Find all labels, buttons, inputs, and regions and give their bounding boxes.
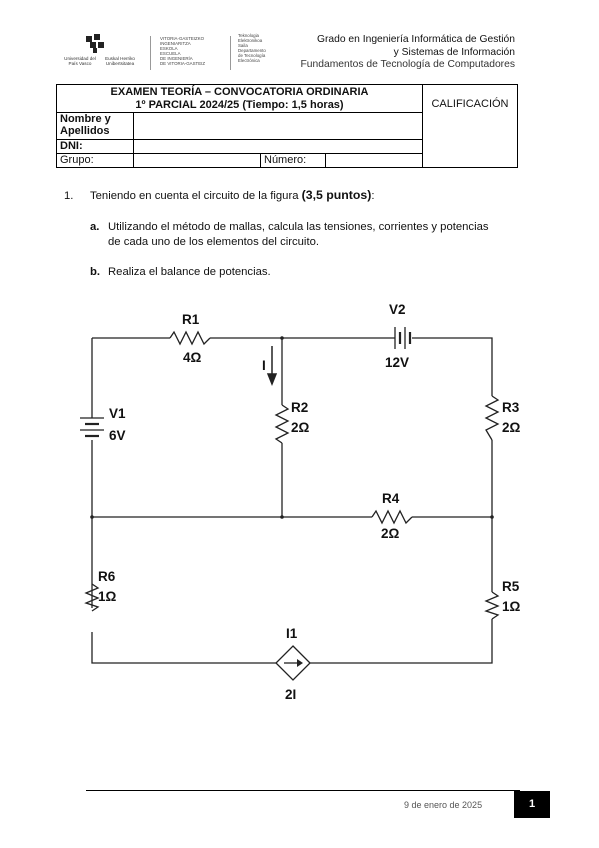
- resistor-r6: [84, 583, 100, 612]
- department-line: Elektronikoa: [238, 38, 263, 44]
- battery-v1-icon: [80, 417, 104, 438]
- resistor-r1: [169, 330, 211, 346]
- r5-name-label: R5: [502, 579, 520, 594]
- exam-title: EXAMEN TEORÍA – CONVOCATORIA ORDINARIA 1…: [56, 84, 423, 113]
- group-label: Grupo:: [56, 153, 134, 168]
- current-arrow-icon: [266, 346, 278, 387]
- upv-logo-text-eu: Euskal Herriko Unibertsitatea: [105, 56, 135, 66]
- battery-v2-icon: [394, 327, 412, 349]
- resistor-r2: [274, 404, 290, 444]
- dni-label: DNI:: [56, 139, 134, 154]
- junction-dot: [280, 515, 284, 519]
- r1-name-label: R1: [182, 312, 200, 327]
- department-line: de Tecnología: [238, 53, 266, 59]
- r4-value-label: 2Ω: [381, 526, 400, 541]
- v2-name-label: V2: [389, 302, 406, 317]
- school-line: INGENIARITZA: [160, 41, 191, 47]
- r5-value-label: 1Ω: [502, 599, 521, 614]
- school-line: VITORIA-GASTEIZKO: [160, 36, 205, 41]
- department-logo-text: Teknologia Elektronikoa Saila Departamen…: [238, 33, 296, 64]
- grade-header: CALIFICACIÓN: [422, 84, 518, 168]
- i1-value-label: 2I: [285, 687, 296, 702]
- question-part-b: b. Realiza el balance de potencias.: [90, 266, 271, 278]
- exam-date: 9 de enero de 2025: [404, 800, 483, 810]
- junction-dot: [490, 515, 494, 519]
- department-line: Electrónica: [238, 58, 260, 64]
- upv-emblem-icon: [86, 34, 104, 53]
- name-field[interactable]: [133, 112, 423, 140]
- current-label: I: [262, 358, 266, 373]
- part-a-text-line2: de cada uno de los elementos del circuit…: [108, 235, 320, 248]
- header-divider: [150, 36, 151, 70]
- r3-value-label: 2Ω: [502, 420, 521, 435]
- part-b-letter: b.: [90, 266, 101, 278]
- resistor-r3: [484, 395, 500, 441]
- header-divider: [230, 36, 231, 70]
- question-number: 1.: [64, 190, 74, 202]
- school-logo-text: VITORIA-GASTEIZKO INGENIARITZA ESKOLA ES…: [160, 36, 224, 67]
- exam-title-line1: EXAMEN TEORÍA – CONVOCATORIA ORDINARIA: [110, 86, 369, 98]
- wire-top-right: [412, 337, 493, 396]
- question-colon: :: [371, 190, 375, 202]
- r2-value-label: 2Ω: [291, 420, 310, 435]
- resistor-r4: [371, 509, 413, 525]
- department-line: Departamento: [238, 48, 266, 54]
- school-line: DE INGENIERÍA: [160, 56, 193, 62]
- school-line: ESCUELA: [160, 51, 181, 57]
- r3-name-label: R3: [502, 400, 520, 415]
- part-a-letter: a.: [90, 221, 100, 233]
- part-a-text-line1: Utilizando el método de mallas, calcula …: [108, 221, 489, 233]
- wire-bottom-right: [310, 619, 493, 664]
- i1-name-label: I1: [286, 626, 298, 641]
- school-line: DE VITORIA-GASTEIZ: [160, 61, 206, 67]
- v1-value-label: 6V: [109, 428, 126, 443]
- dependent-source-i1-icon: [275, 645, 311, 681]
- r4-name-label: R4: [382, 491, 400, 506]
- wire-bottom-left: [91, 632, 276, 664]
- question-1: 1. Teniendo en cuenta el circuito de la f…: [64, 188, 374, 202]
- resistor-r5: [484, 591, 500, 620]
- grade-header-label: CALIFICACIÓN: [431, 98, 509, 110]
- school-line: ESKOLA: [160, 46, 178, 52]
- footer-rule: [86, 790, 520, 791]
- department-line: Teknologia: [238, 33, 259, 38]
- number-field[interactable]: [325, 153, 423, 168]
- degree-title-line1: Grado en Ingeniería Informática de Gesti…: [316, 34, 515, 45]
- r6-value-label: 1Ω: [98, 589, 117, 604]
- question-part-a: a. Utilizando el método de mallas, calcul…: [90, 220, 522, 249]
- v1-name-label: V1: [109, 406, 126, 421]
- exam-title-line2: 1º PARCIAL 2024/25 (Tiempo: 1,5 horas): [135, 98, 344, 111]
- degree-block: Grado en Ingeniería Informática de Gesti…: [301, 34, 515, 72]
- course-name: Fundamentos de Tecnología de Computadore…: [300, 59, 515, 70]
- junction-dot: [90, 515, 94, 519]
- junction-dot: [280, 336, 284, 340]
- question-points: (3,5 puntos): [301, 188, 372, 202]
- v2-value-label: 12V: [385, 355, 409, 370]
- r2-name-label: R2: [291, 400, 308, 415]
- page-number: 1: [514, 791, 550, 818]
- question-text: Teniendo en cuenta el circuito de la fig…: [90, 190, 299, 202]
- department-line: Saila: [238, 43, 248, 49]
- r6-name-label: R6: [98, 569, 116, 584]
- upv-logo: Universidad del País Vasco Euskal Herrik…: [60, 34, 138, 74]
- exam-header-table: EXAMEN TEORÍA – CONVOCATORIA ORDINARIA 1…: [56, 84, 518, 168]
- r1-value-label: 4Ω: [183, 350, 202, 365]
- part-b-text: Realiza el balance de potencias.: [108, 266, 271, 278]
- degree-title-line2: y Sistemas de Información: [393, 46, 515, 58]
- upv-logo-text-es: Universidad del País Vasco: [64, 56, 96, 66]
- number-label: Número:: [260, 153, 326, 168]
